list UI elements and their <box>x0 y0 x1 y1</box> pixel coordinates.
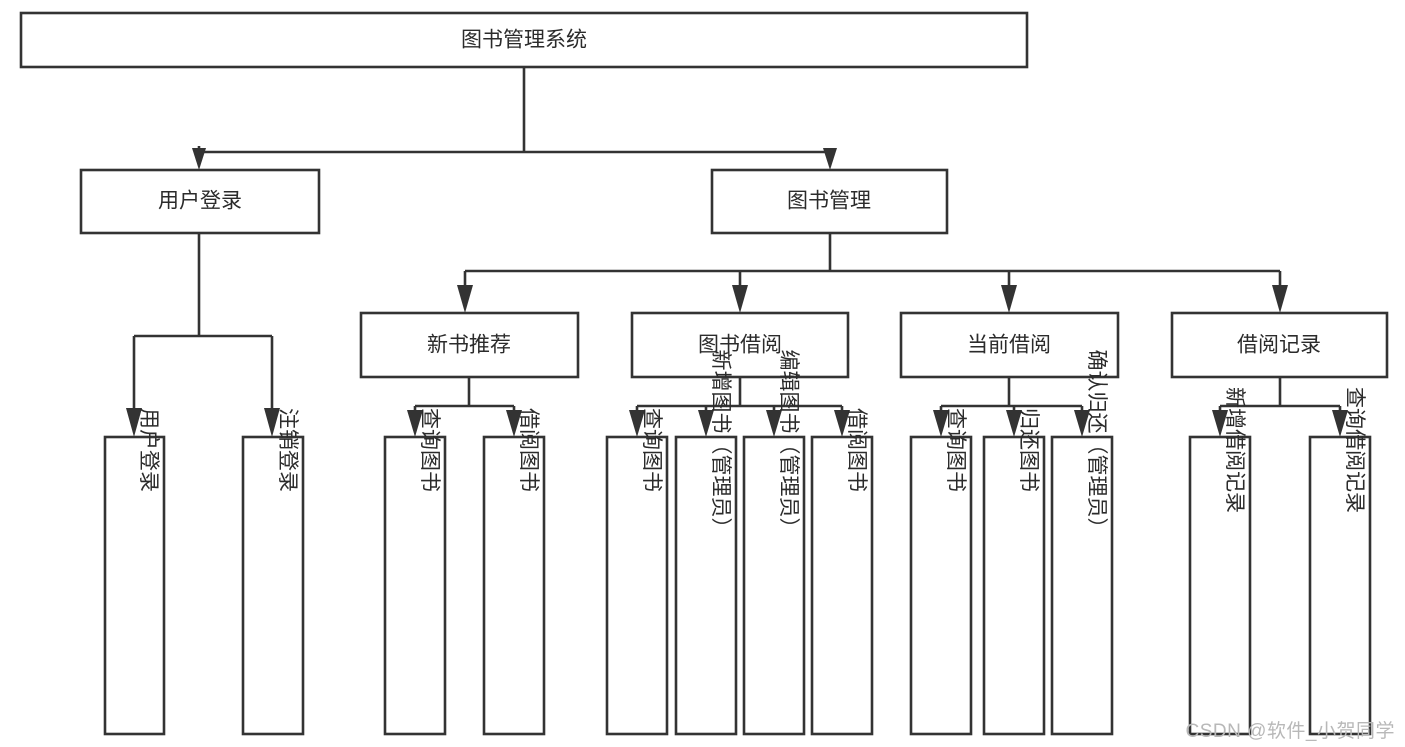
node-book-borrow-box[interactable] <box>630 311 850 379</box>
arrow-to-leaf-borrow-book-2 <box>834 410 850 437</box>
node-current-borrow[interactable]: 当前借阅 <box>899 311 1120 379</box>
arrow-to-book-borrow <box>732 285 748 313</box>
leaf-query-book-2-label: 查询图书 <box>640 408 663 492</box>
leaf-logout-box[interactable] <box>241 435 305 736</box>
node-borrow-record-label: 借阅记录 <box>1237 334 1321 357</box>
connector-group-new-book-rec <box>407 377 522 437</box>
node-root-box[interactable] <box>19 11 1029 69</box>
leaf-node[interactable]: 借阅图书 <box>482 408 546 736</box>
node-new-book-rec-box[interactable] <box>359 311 580 379</box>
arrow-to-leaf-logout <box>264 408 280 437</box>
connector-group-borrow-record <box>1212 377 1348 437</box>
node-new-book-rec-label: 新书推荐 <box>427 334 511 357</box>
leaf-node[interactable]: 编辑图书（管理员） <box>742 350 806 736</box>
leaf-node[interactable]: 查询借阅记录 <box>1308 387 1372 736</box>
arrow-to-leaf-query-book-1 <box>407 410 423 437</box>
leaf-node[interactable]: 查询图书 <box>605 408 669 736</box>
node-book-borrow-label: 图书借阅 <box>698 334 782 357</box>
arrow-to-leaf-query-book-3 <box>933 410 949 437</box>
leaf-confirm-return-label: 确认归还（管理员） <box>1085 350 1108 539</box>
arrow-to-leaf-query-book-2 <box>629 410 645 437</box>
leaf-query-book-1-box[interactable] <box>383 435 447 736</box>
node-book-manage[interactable]: 图书管理 <box>710 168 949 235</box>
leaf-return-book-label: 归还图书 <box>1017 408 1040 492</box>
node-current-borrow-box[interactable] <box>899 311 1120 379</box>
connector-group-root <box>192 67 837 170</box>
leaf-confirm-return-box[interactable] <box>1050 435 1114 736</box>
leaf-query-book-1-label: 查询图书 <box>418 408 441 492</box>
connector-group-book-borrow <box>629 377 850 437</box>
leaf-node[interactable]: 查询图书 <box>909 408 973 736</box>
node-new-book-rec[interactable]: 新书推荐 <box>359 311 580 379</box>
leaf-add-book-box[interactable] <box>674 435 738 736</box>
arrow-to-leaf-borrow-book-1 <box>506 410 522 437</box>
node-book-manage-box[interactable] <box>710 168 949 235</box>
leaf-user-login-box[interactable] <box>103 435 166 736</box>
leaf-node[interactable]: 归还图书 <box>982 408 1046 736</box>
node-book-manage-label: 图书管理 <box>787 190 871 213</box>
leaf-add-book-label: 新增图书（管理员） <box>709 350 732 539</box>
leaf-query-record-label: 查询借阅记录 <box>1343 387 1366 513</box>
leaf-borrow-book-1-label: 借阅图书 <box>517 408 540 492</box>
node-borrow-record[interactable]: 借阅记录 <box>1170 311 1389 379</box>
node-root-label: 图书管理系统 <box>461 29 587 52</box>
arrow-to-book-manage <box>823 148 837 170</box>
leaf-borrow-book-1-box[interactable] <box>482 435 546 736</box>
leaf-add-record-box[interactable] <box>1188 435 1252 736</box>
leaf-query-record-box[interactable] <box>1308 435 1372 736</box>
leaf-edit-book-label: 编辑图书（管理员） <box>777 350 800 539</box>
arrow-to-leaf-add-record <box>1212 410 1228 437</box>
leaf-query-book-3-label: 查询图书 <box>944 408 967 492</box>
leaf-node[interactable]: 注销登录 <box>241 408 305 736</box>
arrow-to-user-login <box>192 148 206 170</box>
node-user-login[interactable]: 用户登录 <box>79 168 321 235</box>
leaf-node[interactable]: 新增借阅记录 <box>1188 387 1252 736</box>
node-user-login-label: 用户登录 <box>158 190 242 213</box>
leaf-node[interactable]: 用户登录 <box>103 408 166 736</box>
arrow-to-leaf-query-record <box>1332 410 1348 437</box>
leaf-node[interactable]: 新增图书（管理员） <box>674 350 738 736</box>
leaf-query-book-2-box[interactable] <box>605 435 669 736</box>
connector-group-user-login <box>126 233 280 437</box>
leaf-add-record-label: 新增借阅记录 <box>1223 387 1246 513</box>
arrow-to-current-borrow <box>1001 285 1017 313</box>
arrow-to-leaf-user-login <box>126 408 142 437</box>
arrow-to-leaf-edit-book <box>766 410 782 437</box>
leaf-edit-book-box[interactable] <box>742 435 806 736</box>
leaf-node[interactable]: 确认归还（管理员） <box>1050 350 1114 736</box>
arrow-to-new-book-rec <box>457 285 473 313</box>
arrow-to-leaf-return-book <box>1006 410 1022 437</box>
connector-group-book-manage <box>457 233 1288 313</box>
leaf-borrow-book-2-box[interactable] <box>810 435 874 736</box>
node-root[interactable]: 图书管理系统 <box>19 11 1029 69</box>
leaf-query-book-3-box[interactable] <box>909 435 973 736</box>
leaf-node[interactable]: 查询图书 <box>383 408 447 736</box>
arrow-to-leaf-confirm-return <box>1074 410 1090 437</box>
leaf-borrow-book-2-label: 借阅图书 <box>845 408 868 492</box>
node-current-borrow-label: 当前借阅 <box>967 334 1051 357</box>
connector-group-current-borrow <box>933 377 1090 437</box>
node-user-login-box[interactable] <box>79 168 321 235</box>
leaf-node[interactable]: 借阅图书 <box>810 408 874 736</box>
node-borrow-record-box[interactable] <box>1170 311 1389 379</box>
leaf-return-book-box[interactable] <box>982 435 1046 736</box>
arrow-to-borrow-record <box>1272 285 1288 313</box>
node-book-borrow[interactable]: 图书借阅 <box>630 311 850 379</box>
leaf-logout-label: 注销登录 <box>276 408 299 492</box>
leaf-user-login-label: 用户登录 <box>137 408 160 492</box>
arrow-to-leaf-add-book <box>698 410 714 437</box>
